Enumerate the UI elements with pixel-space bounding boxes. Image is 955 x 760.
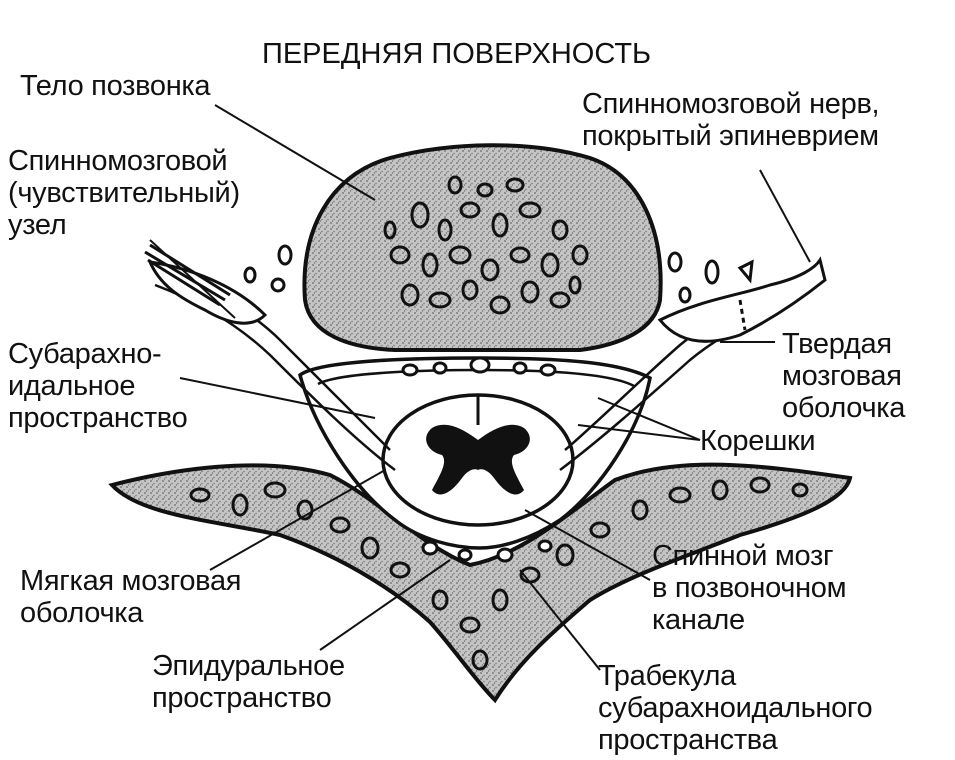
label-epidural-line2: пространство <box>152 682 332 714</box>
label-subarachnoid-line2: идальное <box>8 370 136 402</box>
label-dura-line2: мозговая <box>782 360 902 392</box>
label-roots-text: Корешки <box>700 425 816 457</box>
label-ganglion-line3: узел <box>8 209 67 241</box>
label-dura-line1: Твердая <box>782 328 892 360</box>
vertebral-body <box>302 143 663 352</box>
figure-title: ПЕРЕДНЯЯ ПОВЕРХНОСТЬ <box>262 38 652 70</box>
gray-matter <box>426 424 530 495</box>
label-epidural: Эпидуральное пространство <box>152 650 345 714</box>
label-trabecula: Трабекула субарахноидального пространств… <box>598 660 873 756</box>
label-trabecula-line1: Трабекула <box>598 660 736 692</box>
label-roots: Корешки <box>700 425 816 457</box>
label-spinal-cord-line2: в позвоночном <box>652 572 847 604</box>
label-subarachnoid-line1: Субарахно- <box>8 338 162 370</box>
label-spinal-nerve: Спинномозговой нерв, покрытый эпиневрием <box>582 88 880 152</box>
label-vertebral-body: Тело позвонка <box>20 70 211 102</box>
label-spinal-nerve-line2: покрытый эпиневрием <box>582 120 879 152</box>
label-pia-line1: Мягкая мозговая <box>20 565 242 597</box>
label-dura: Твердая мозговая оболочка <box>782 328 905 424</box>
label-dura-line3: оболочка <box>782 392 906 424</box>
label-spinal-cord-line3: канале <box>652 604 745 636</box>
label-spinal-cord: Спинной мозг в позвоночном канале <box>652 540 847 636</box>
label-trabecula-line2: субарахноидального <box>598 692 873 724</box>
label-ganglion: Спинномозговой (чувствительный) узел <box>8 145 240 241</box>
label-vertebral-body-text: Тело позвонка <box>20 70 211 102</box>
label-spinal-cord-line1: Спинной мозг <box>652 540 834 572</box>
label-subarachnoid-line3: пространство <box>8 402 188 434</box>
label-ganglion-line2: (чувствительный) <box>8 177 240 209</box>
vessels <box>243 244 720 563</box>
label-subarachnoid: Субарахно- идальное пространство <box>8 338 188 434</box>
label-pia: Мягкая мозговая оболочка <box>20 565 241 629</box>
label-epidural-line1: Эпидуральное <box>152 650 345 682</box>
right-ganglion <box>657 256 827 343</box>
leader-lines <box>149 104 811 671</box>
label-ganglion-line1: Спинномозговой <box>8 145 228 177</box>
trabecular-texture <box>383 175 589 315</box>
label-pia-line2: оболочка <box>20 597 144 629</box>
arch-texture <box>189 476 809 671</box>
label-trabecula-line3: пространства <box>598 724 778 756</box>
label-spinal-nerve-line1: Спинномозговой нерв, <box>582 88 880 120</box>
